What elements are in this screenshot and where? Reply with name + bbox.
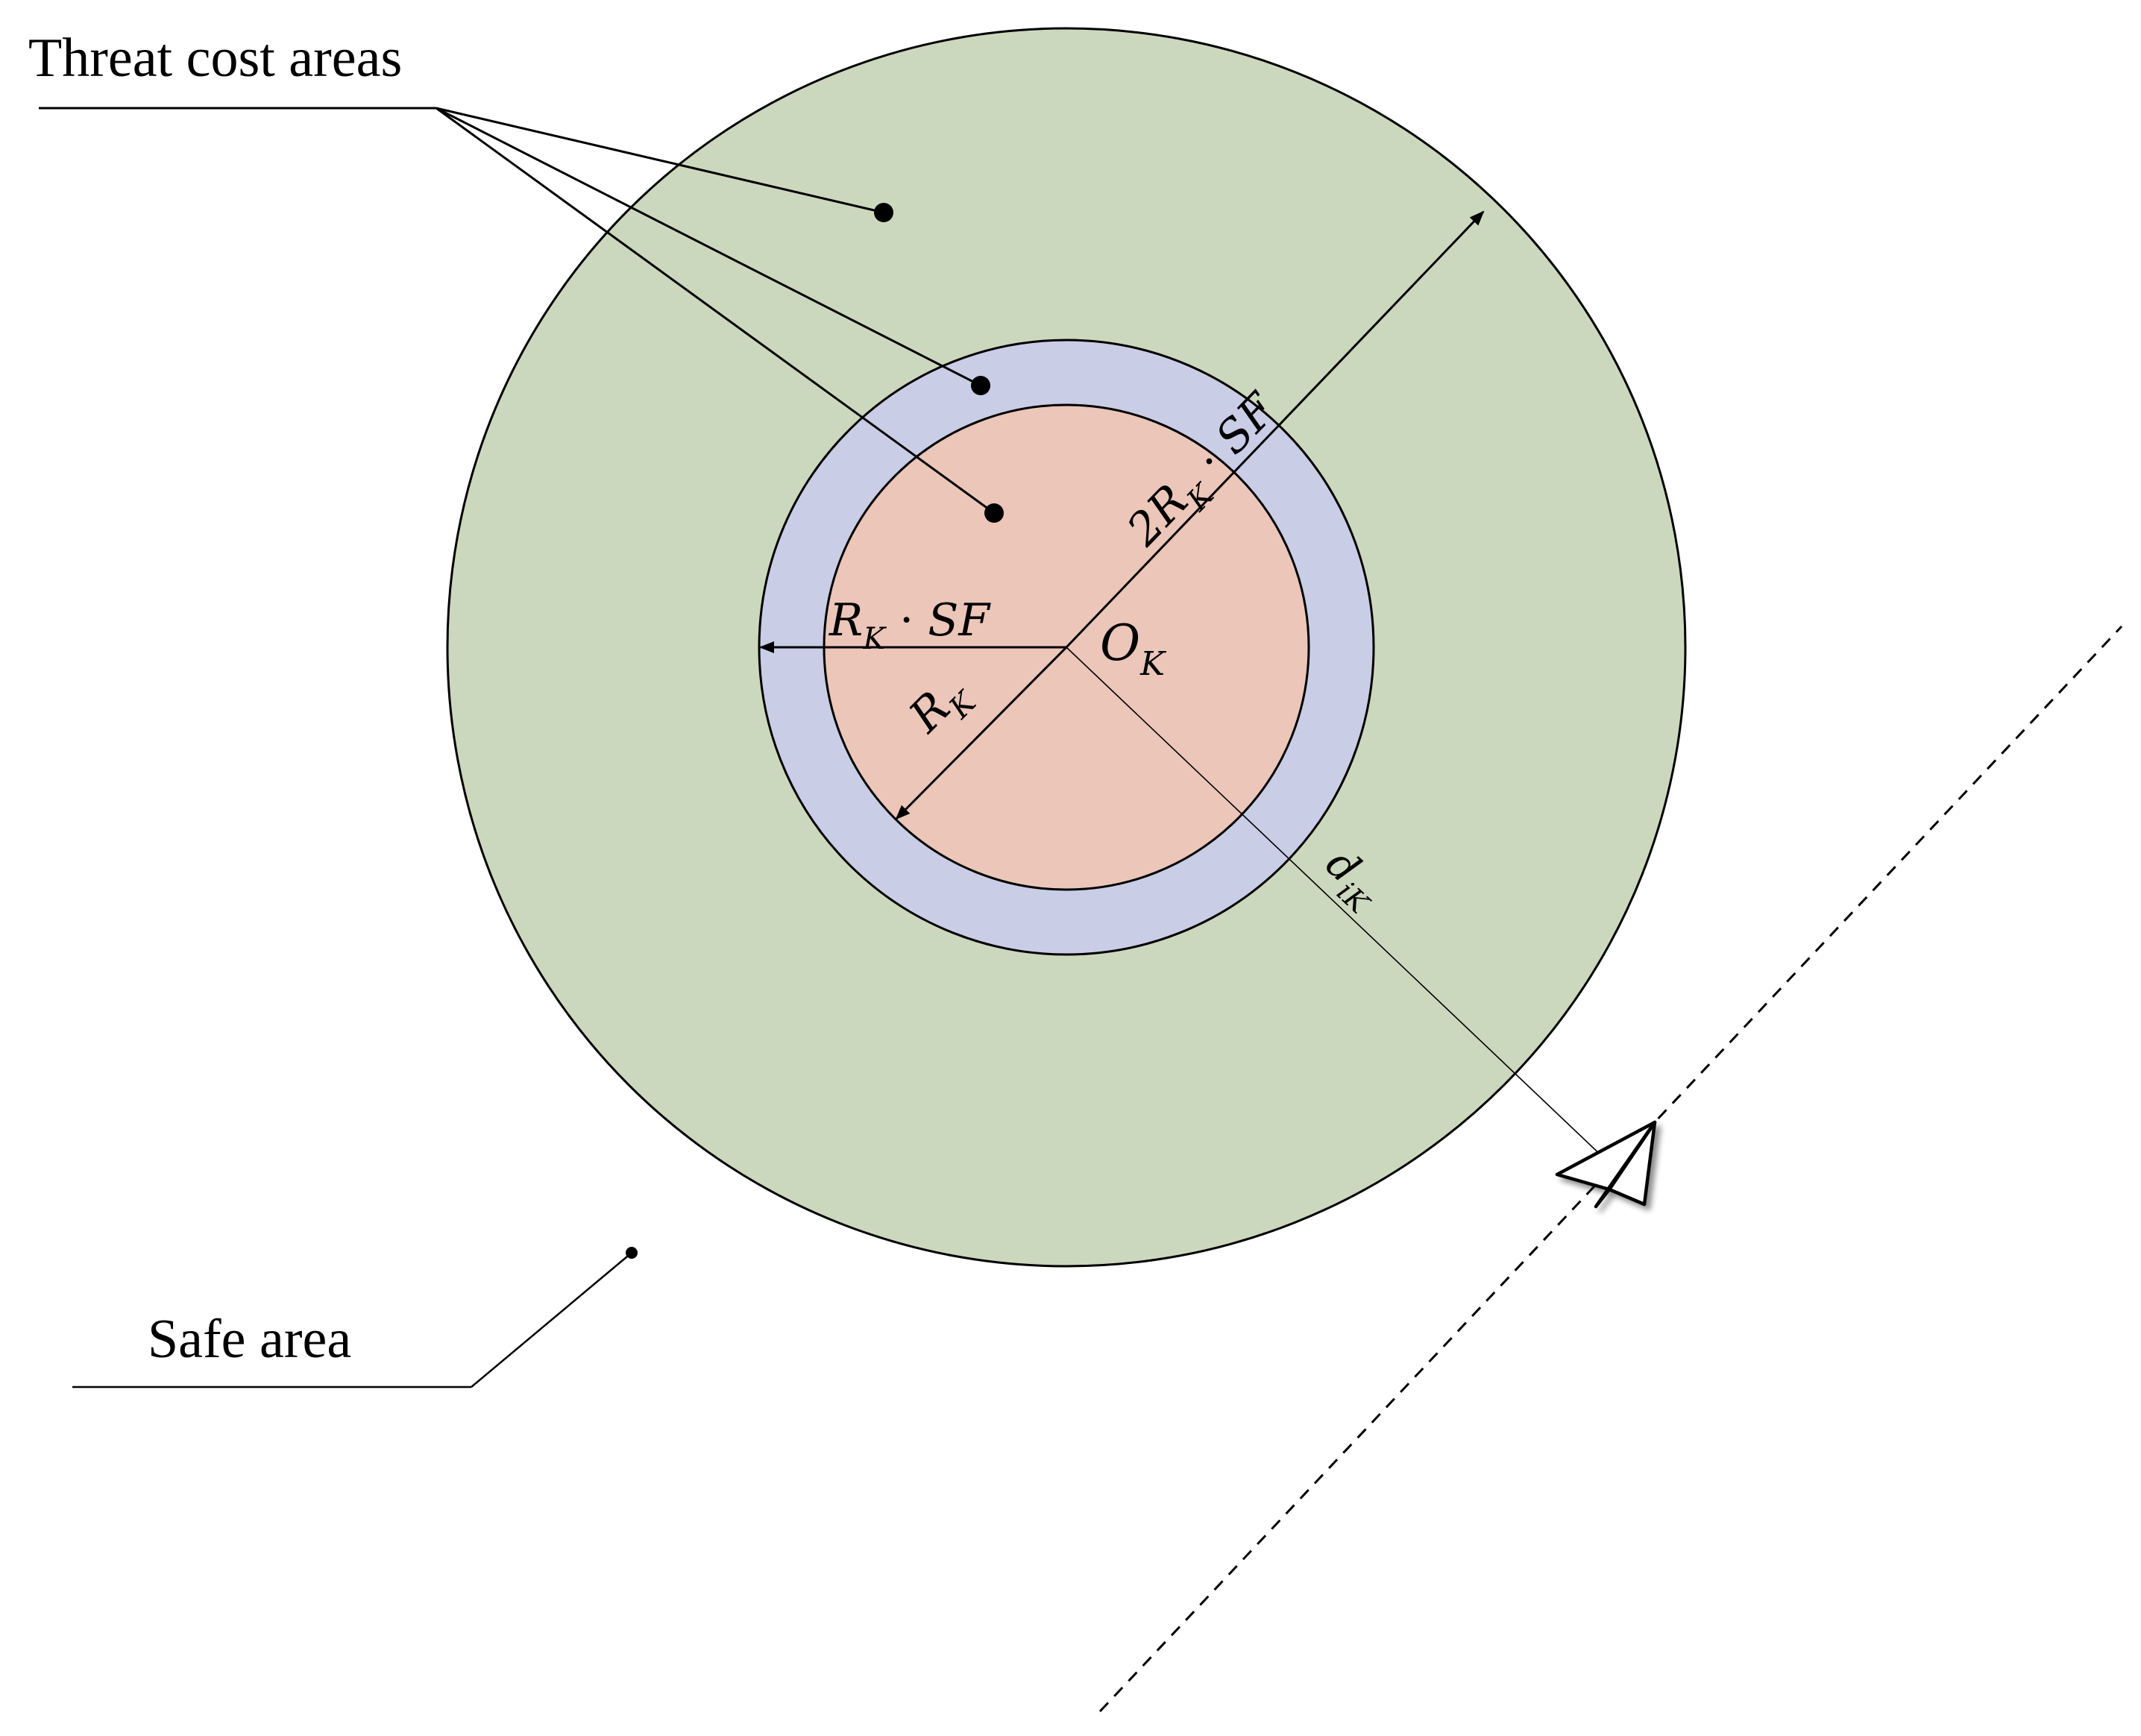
radius-arrow-2r-sf bbox=[1065, 210, 1485, 649]
safe-area-leader bbox=[72, 1252, 632, 1389]
inner-zone-marker-dot bbox=[984, 503, 1004, 523]
outer-zone-marker-dot bbox=[874, 203, 893, 222]
threat-cost-leaders bbox=[39, 107, 995, 515]
center-o-k-label: OK bbox=[1100, 614, 1166, 683]
middle-zone-marker-dot bbox=[971, 376, 990, 395]
paper-plane-icon bbox=[1555, 1120, 1657, 1209]
safe-area-marker-dot bbox=[626, 1247, 638, 1259]
distance-line-d-ik bbox=[1066, 647, 1606, 1160]
threat-cost-areas-label: Threat cost areas bbox=[28, 28, 402, 89]
r-k-sf-label: RK · SF bbox=[829, 594, 991, 656]
flight-path-line bbox=[1098, 625, 2123, 1713]
radius-arrow-r bbox=[895, 646, 1068, 820]
safe-area-label: Safe area bbox=[148, 1309, 351, 1370]
